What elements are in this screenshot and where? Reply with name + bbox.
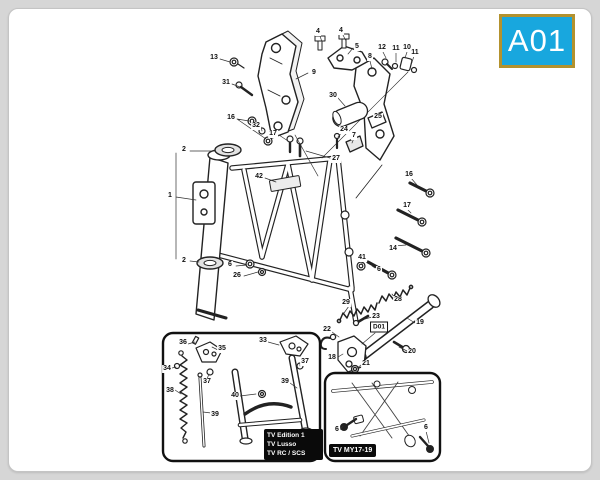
variant-label-left: TV Edition 1 TV Lusso TV RC / SCS bbox=[264, 429, 323, 460]
callout-6: 6 bbox=[334, 426, 340, 434]
callout-13: 13 bbox=[209, 54, 219, 62]
callout-16: 16 bbox=[226, 114, 236, 122]
callout-10: 10 bbox=[402, 44, 412, 52]
callout-16: 16 bbox=[404, 171, 414, 179]
callout-29: 29 bbox=[341, 299, 351, 307]
callout-24: 24 bbox=[339, 126, 349, 134]
callout-25: 25 bbox=[373, 113, 383, 121]
callout-9: 9 bbox=[311, 69, 317, 77]
callout-28: 28 bbox=[393, 296, 403, 304]
variant-line: TV Edition 1 bbox=[267, 432, 305, 439]
frame-detail-drawing bbox=[331, 380, 434, 453]
callout-39: 39 bbox=[210, 411, 220, 419]
callout-30: 30 bbox=[328, 92, 338, 100]
callout-40: 40 bbox=[230, 392, 240, 400]
callout-37: 37 bbox=[300, 358, 310, 366]
callout-17: 17 bbox=[268, 130, 278, 138]
variant-label-right: TV MY17-19 bbox=[329, 444, 377, 457]
frame-drawing bbox=[215, 155, 359, 325]
center-stand-drawing bbox=[173, 335, 313, 448]
callout-18: 18 bbox=[327, 354, 337, 362]
inset-left-leaders bbox=[171, 341, 301, 414]
callout-35: 35 bbox=[217, 345, 227, 353]
callout-6: 6 bbox=[376, 266, 382, 274]
variant-line: TV Lusso bbox=[267, 441, 297, 448]
callout-34: 34 bbox=[162, 365, 172, 373]
callout-14: 14 bbox=[388, 245, 398, 253]
callout-20: 20 bbox=[407, 348, 417, 356]
table-code-badge[interactable]: A01 bbox=[499, 14, 575, 68]
callout-39: 39 bbox=[280, 378, 290, 386]
callout-6: 6 bbox=[227, 261, 233, 269]
callout-5: 5 bbox=[354, 43, 360, 51]
headstock-drawing bbox=[192, 143, 242, 321]
callout-42: 42 bbox=[254, 173, 264, 181]
reference-box-d01: D01 bbox=[370, 321, 388, 333]
callout-11: 11 bbox=[391, 45, 401, 53]
callout-2: 2 bbox=[181, 257, 187, 265]
side-bolts-drawing bbox=[356, 181, 435, 280]
upper-bracket-drawing bbox=[257, 30, 305, 139]
top-arm-bracket-drawing bbox=[314, 33, 369, 71]
callout-38: 38 bbox=[165, 387, 175, 395]
callout-12: 12 bbox=[377, 44, 387, 52]
callout-6: 6 bbox=[423, 424, 429, 432]
springs-drawing bbox=[336, 284, 414, 324]
callout-17: 17 bbox=[402, 202, 412, 210]
callout-22: 22 bbox=[322, 326, 332, 334]
callout-41: 41 bbox=[357, 254, 367, 262]
variant-line: TV RC / SCS bbox=[267, 450, 306, 457]
callout-26: 26 bbox=[232, 272, 242, 280]
callout-11: 11 bbox=[410, 49, 420, 57]
callout-4: 4 bbox=[315, 28, 321, 36]
frame-sticker bbox=[269, 175, 302, 192]
callout-1: 1 bbox=[167, 192, 173, 200]
callout-36: 36 bbox=[178, 339, 188, 347]
callout-7: 7 bbox=[351, 132, 357, 140]
callout-8: 8 bbox=[367, 53, 373, 61]
callout-19: 19 bbox=[415, 319, 425, 327]
callout-27: 27 bbox=[331, 155, 341, 163]
callout-37: 37 bbox=[202, 378, 212, 386]
callout-33: 33 bbox=[258, 337, 268, 345]
callout-32: 32 bbox=[251, 122, 261, 130]
callout-4: 4 bbox=[338, 27, 344, 35]
right-bracket-drawing bbox=[353, 57, 395, 199]
callout-2: 2 bbox=[181, 146, 187, 154]
callout-31: 31 bbox=[221, 79, 231, 87]
callout-21: 21 bbox=[361, 360, 371, 368]
callout-23: 23 bbox=[371, 313, 381, 321]
